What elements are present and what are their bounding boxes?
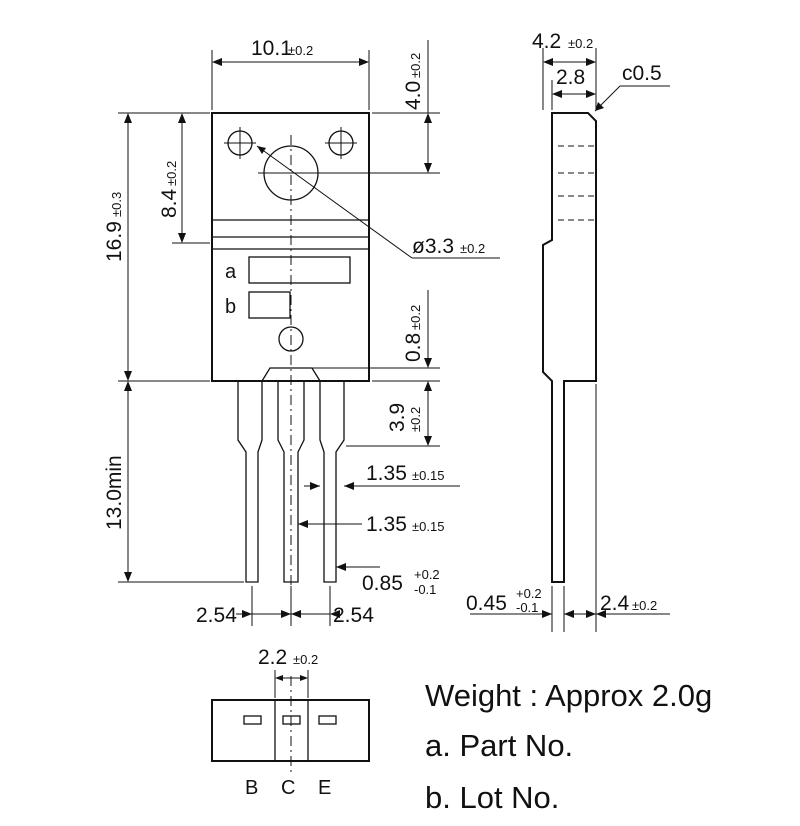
front-view: a b (211, 112, 370, 600)
dim-bottom-spacing: 2.2 (258, 646, 287, 669)
dim-pitch-right: 2.54 (333, 604, 374, 627)
dim-lead-length: 13.0min (103, 455, 126, 530)
svg-text:±0.2: ±0.2 (460, 241, 485, 256)
lot-no-box (248, 291, 291, 319)
pin-label-c: C (281, 777, 295, 799)
dim-lead-width-1: 1.35 (366, 462, 407, 485)
svg-text:±0.3: ±0.3 (109, 192, 124, 217)
notes: Weight : Approx 2.0g a. Part No. b. Lot … (425, 678, 712, 815)
dim-hole-height: 8.4 (158, 188, 181, 218)
mark-b-label: b (225, 296, 236, 318)
dim-side-thickness: 4.2 (532, 30, 561, 53)
bottom-lead-c (282, 715, 301, 725)
dim-side-step: 2.8 (556, 66, 585, 89)
dim-lead-width-2: 1.35 (366, 513, 407, 536)
note-part-no: a. Part No. (425, 728, 573, 763)
svg-text:-0.1: -0.1 (516, 600, 538, 615)
dim-top-to-hole: 4.0 (402, 81, 425, 110)
dim-body-height: 16.9 (103, 221, 126, 262)
svg-text:±0.2: ±0.2 (408, 53, 423, 78)
notch-circle (278, 326, 304, 352)
dim-lead-shoulder: 3.9 (386, 403, 409, 432)
svg-text:+0.2: +0.2 (414, 567, 440, 582)
side-profile (542, 112, 597, 583)
dim-side-lead-thickness: 0.45 (466, 592, 507, 615)
part-no-box (248, 256, 351, 284)
svg-text:±0.2: ±0.2 (288, 43, 313, 58)
bottom-view: 2.2 ±0.2 B C E (211, 646, 370, 799)
front-dimensions: 10.1 ±0.2 4.0 ±0.2 16.9 ±0.3 8.4 ±0.2 (103, 37, 500, 627)
mark-a-label: a (225, 261, 237, 283)
svg-text:±0.15: ±0.15 (412, 519, 444, 534)
svg-text:±0.2: ±0.2 (408, 305, 423, 330)
pin-label-e: E (318, 777, 331, 799)
dim-notch-gap: 0.8 (402, 333, 425, 362)
dim-hole-diameter: ø3.3 (412, 235, 454, 258)
dim-pitch-left: 2.54 (196, 604, 237, 627)
lead-c (277, 381, 305, 583)
bottom-lead-e (318, 715, 337, 725)
svg-text:±0.2: ±0.2 (408, 407, 423, 432)
pin-label-b: B (245, 777, 258, 799)
svg-text:±0.2: ±0.2 (164, 161, 179, 186)
lead-e (319, 381, 345, 583)
svg-text:±0.15: ±0.15 (412, 468, 444, 483)
svg-text:+0.2: +0.2 (516, 586, 542, 601)
dim-lead-thickness: 0.85 (362, 572, 403, 595)
lead-frame-tab (261, 367, 321, 382)
side-view: 4.2 ±0.2 2.8 c0.5 0.45 +0.2 -0.1 2.4 ±0.… (466, 30, 670, 632)
note-lot-no: b. Lot No. (425, 780, 559, 815)
dim-body-width: 10.1 (251, 37, 292, 60)
dim-side-offset: 2.4 (600, 592, 630, 615)
dim-chamfer: c0.5 (622, 62, 662, 85)
note-weight: Weight : Approx 2.0g (425, 678, 712, 713)
svg-text:±0.2: ±0.2 (568, 36, 593, 51)
svg-text:-0.1: -0.1 (414, 582, 436, 597)
lead-b (237, 381, 263, 583)
svg-text:±0.2: ±0.2 (293, 652, 318, 667)
svg-text:±0.2: ±0.2 (632, 598, 657, 613)
bottom-lead-b (243, 715, 262, 725)
